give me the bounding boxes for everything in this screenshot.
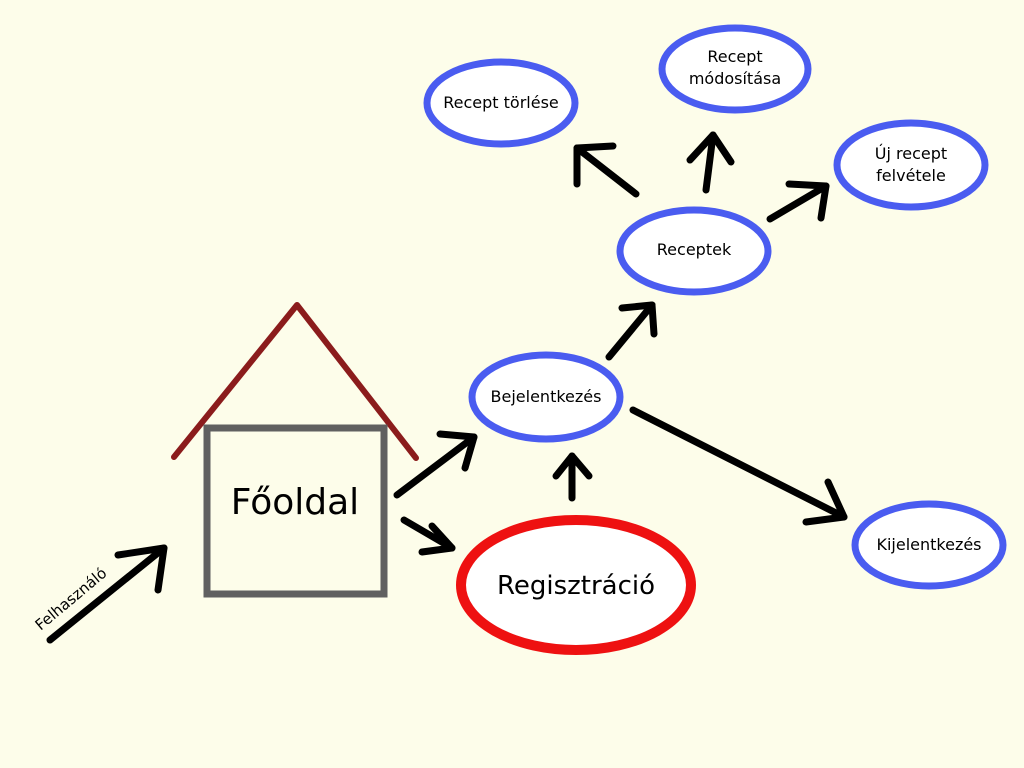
edit-recipe-label[interactable]: Recept módosítása xyxy=(688,47,782,88)
recipes-label[interactable]: Receptek xyxy=(656,240,732,259)
logout-node[interactable] xyxy=(851,500,1007,590)
arrow-login-to-logout xyxy=(629,406,848,526)
new-recipe-node[interactable] xyxy=(833,119,989,211)
arrow-recipes-to-new xyxy=(766,180,830,223)
new-recipe-label[interactable]: Új recept felvétele xyxy=(874,144,948,185)
registration-label[interactable]: Regisztráció xyxy=(496,571,656,601)
arrow-home-to-login xyxy=(393,430,478,499)
arrow-home-to-registration xyxy=(400,516,456,556)
edit-recipe-node[interactable] xyxy=(658,24,812,114)
login-node[interactable] xyxy=(468,351,624,443)
delete-recipe-node[interactable] xyxy=(423,58,579,148)
recipes-node[interactable] xyxy=(616,206,772,296)
login-label[interactable]: Bejelentkezés xyxy=(490,387,602,406)
arrow-user-to-home xyxy=(46,544,168,644)
home-box xyxy=(203,424,388,598)
arrow-registration-to-login xyxy=(552,452,593,502)
home-roof xyxy=(171,302,419,461)
home-label[interactable]: Főoldal xyxy=(230,482,360,523)
arrow-login-to-recipes xyxy=(605,301,658,361)
arrow-recipes-to-edit xyxy=(686,131,735,194)
logout-label[interactable]: Kijelentkezés xyxy=(876,535,982,554)
arrow-recipes-to-delete xyxy=(573,142,640,198)
delete-recipe-label[interactable]: Recept törlése xyxy=(443,93,559,112)
registration-node[interactable] xyxy=(456,515,696,655)
